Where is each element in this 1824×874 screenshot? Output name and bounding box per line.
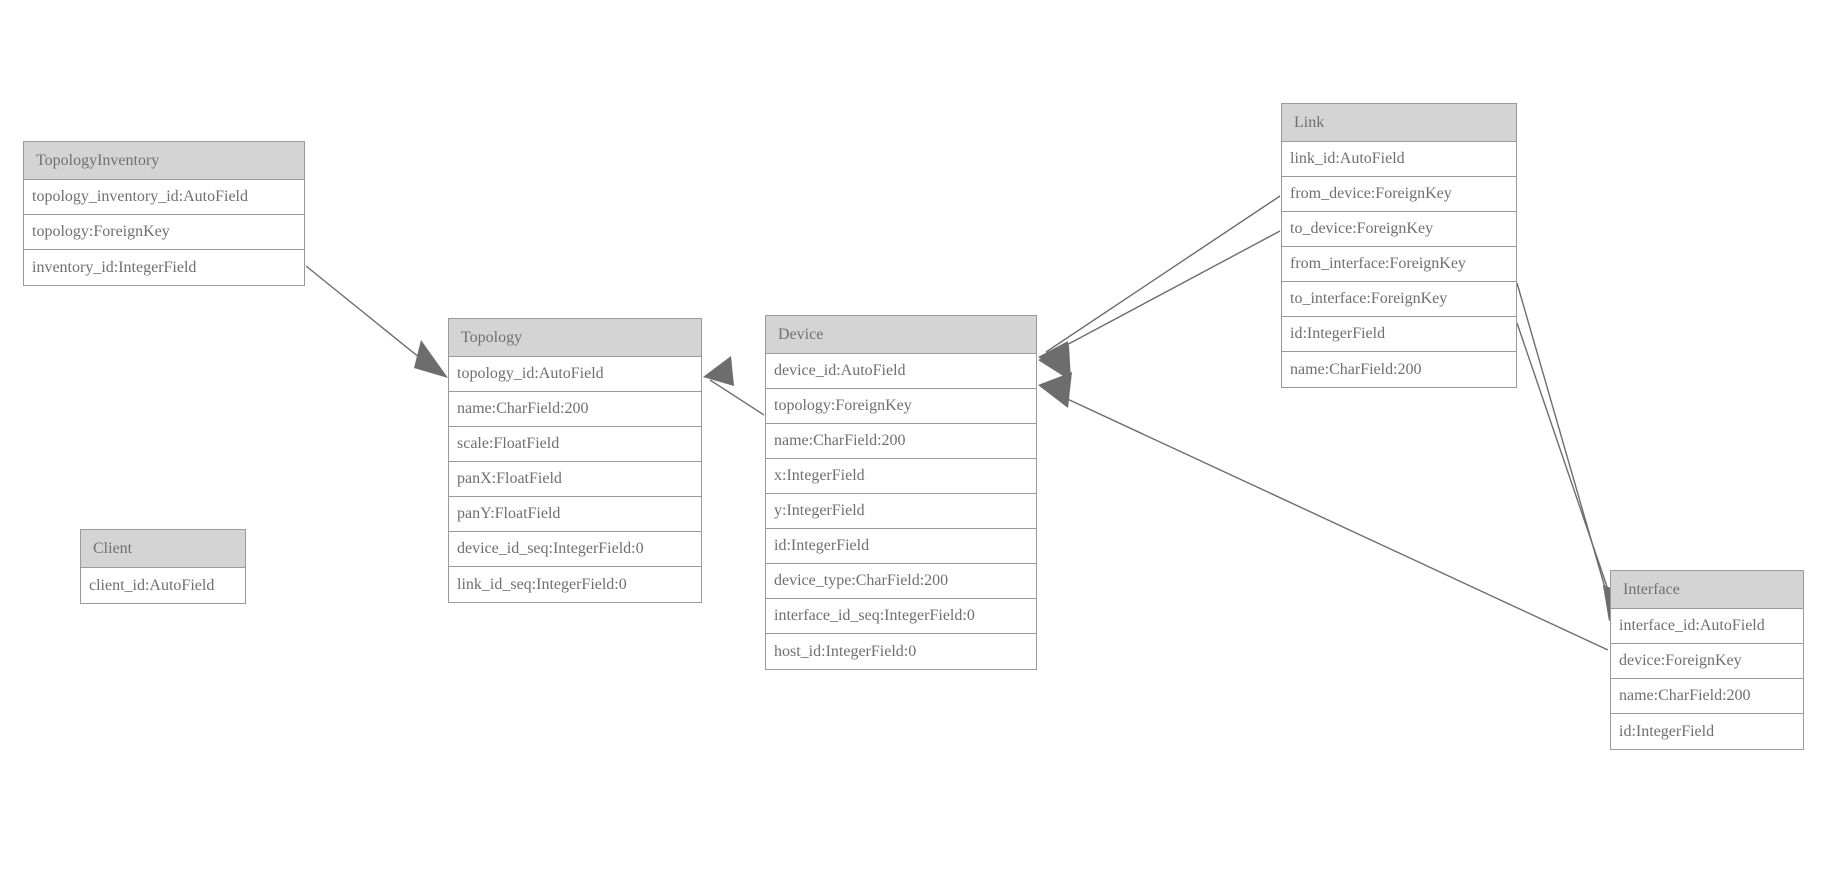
- relationship-line: [709, 379, 765, 416]
- relationship-line: [1047, 389, 1609, 651]
- field-row: name:CharField:200: [1611, 679, 1803, 714]
- entity-fields-client: client_id:AutoField: [81, 568, 245, 603]
- relationship-line: [1516, 322, 1617, 614]
- field-row: to_interface:ForeignKey: [1282, 282, 1516, 317]
- relationship-line: [1045, 230, 1281, 357]
- field-row: device_type:CharField:200: [766, 564, 1036, 599]
- relationship-arrowhead-icon: [1038, 341, 1070, 377]
- field-row: x:IntegerField: [766, 459, 1036, 494]
- entity-title-topology_inventory: TopologyInventory: [24, 142, 304, 180]
- field-row: link_id_seq:IntegerField:0: [449, 567, 701, 602]
- field-row: link_id:AutoField: [1282, 142, 1516, 177]
- field-row: id:IntegerField: [1282, 317, 1516, 352]
- field-row: panX:FloatField: [449, 462, 701, 497]
- field-row: device_id_seq:IntegerField:0: [449, 532, 701, 567]
- field-row: name:CharField:200: [766, 424, 1036, 459]
- field-row: scale:FloatField: [449, 427, 701, 462]
- field-row: topology:ForeignKey: [766, 389, 1036, 424]
- entity-title-topology: Topology: [449, 319, 701, 357]
- relationship-line: [1516, 282, 1613, 613]
- field-row: name:CharField:200: [449, 392, 701, 427]
- field-row: device_id:AutoField: [766, 354, 1036, 389]
- field-row: id:IntegerField: [766, 529, 1036, 564]
- field-row: y:IntegerField: [766, 494, 1036, 529]
- field-row: id:IntegerField: [1611, 714, 1803, 749]
- rel-link-from-device: [1038, 195, 1281, 377]
- field-row: device:ForeignKey: [1611, 644, 1803, 679]
- field-row: from_interface:ForeignKey: [1282, 247, 1516, 282]
- entity-title-client: Client: [81, 530, 245, 568]
- rel-interface-device: [1038, 372, 1609, 651]
- rel-device-topology: [703, 356, 765, 416]
- relationship-arrowhead-icon: [1038, 372, 1072, 408]
- field-row: name:CharField:200: [1282, 352, 1516, 387]
- entity-title-link: Link: [1282, 104, 1516, 142]
- field-row: client_id:AutoField: [81, 568, 245, 603]
- field-row: host_id:IntegerField:0: [766, 634, 1036, 669]
- field-row: to_device:ForeignKey: [1282, 212, 1516, 247]
- relationship-arrowhead-icon: [1038, 345, 1071, 381]
- relationship-line: [1045, 195, 1281, 353]
- relationship-arrowhead-icon: [703, 356, 734, 386]
- field-row: topology_inventory_id:AutoField: [24, 180, 304, 215]
- field-row: from_device:ForeignKey: [1282, 177, 1516, 212]
- rel-topologyinventory-topology: [305, 265, 448, 378]
- field-row: inventory_id:IntegerField: [24, 250, 304, 285]
- field-row: panY:FloatField: [449, 497, 701, 532]
- field-row: interface_id:AutoField: [1611, 609, 1803, 644]
- field-row: topology_id:AutoField: [449, 357, 701, 392]
- entity-title-device: Device: [766, 316, 1036, 354]
- rel-link-to-device: [1038, 230, 1281, 381]
- relationship-arrowhead-icon: [414, 340, 448, 378]
- field-row: topology:ForeignKey: [24, 215, 304, 250]
- relationship-line: [305, 265, 442, 376]
- entity-title-interface: Interface: [1611, 571, 1803, 609]
- field-row: interface_id_seq:IntegerField:0: [766, 599, 1036, 634]
